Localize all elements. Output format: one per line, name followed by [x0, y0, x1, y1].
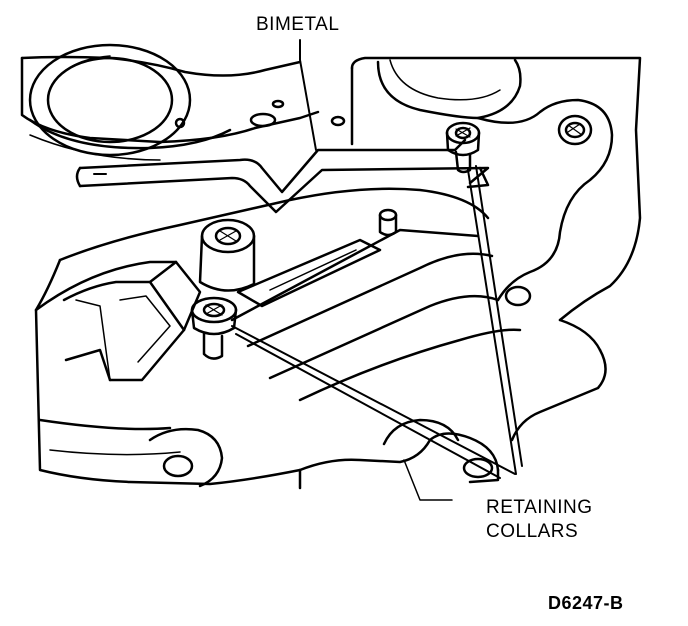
retaining-collars-label-line2: COLLARS	[486, 521, 579, 542]
lower-hole	[164, 456, 192, 476]
small-hole	[174, 117, 186, 129]
bimetal-strip	[77, 140, 488, 212]
figure-code-label: D6247-B	[548, 593, 624, 613]
retaining-collars-label-line1: RETAINING	[486, 497, 593, 518]
left-retaining-collar	[192, 298, 236, 359]
bimetal-leader-line	[300, 40, 316, 150]
upper-left-housing	[22, 45, 344, 160]
long-slot	[238, 240, 380, 306]
left-bore-opening	[48, 58, 172, 142]
center-plate	[36, 189, 606, 500]
right-retaining-collar	[447, 123, 479, 172]
retaining-collars-leaders	[232, 166, 522, 478]
upper-right-housing	[352, 58, 640, 320]
mount-hole	[506, 287, 530, 305]
threaded-hole	[559, 116, 591, 144]
retaining-collars-label: RETAINING COLLARS	[486, 496, 593, 544]
small-stud	[380, 210, 396, 235]
threaded-post	[200, 220, 254, 291]
bimetal-label: BIMETAL	[256, 14, 340, 35]
